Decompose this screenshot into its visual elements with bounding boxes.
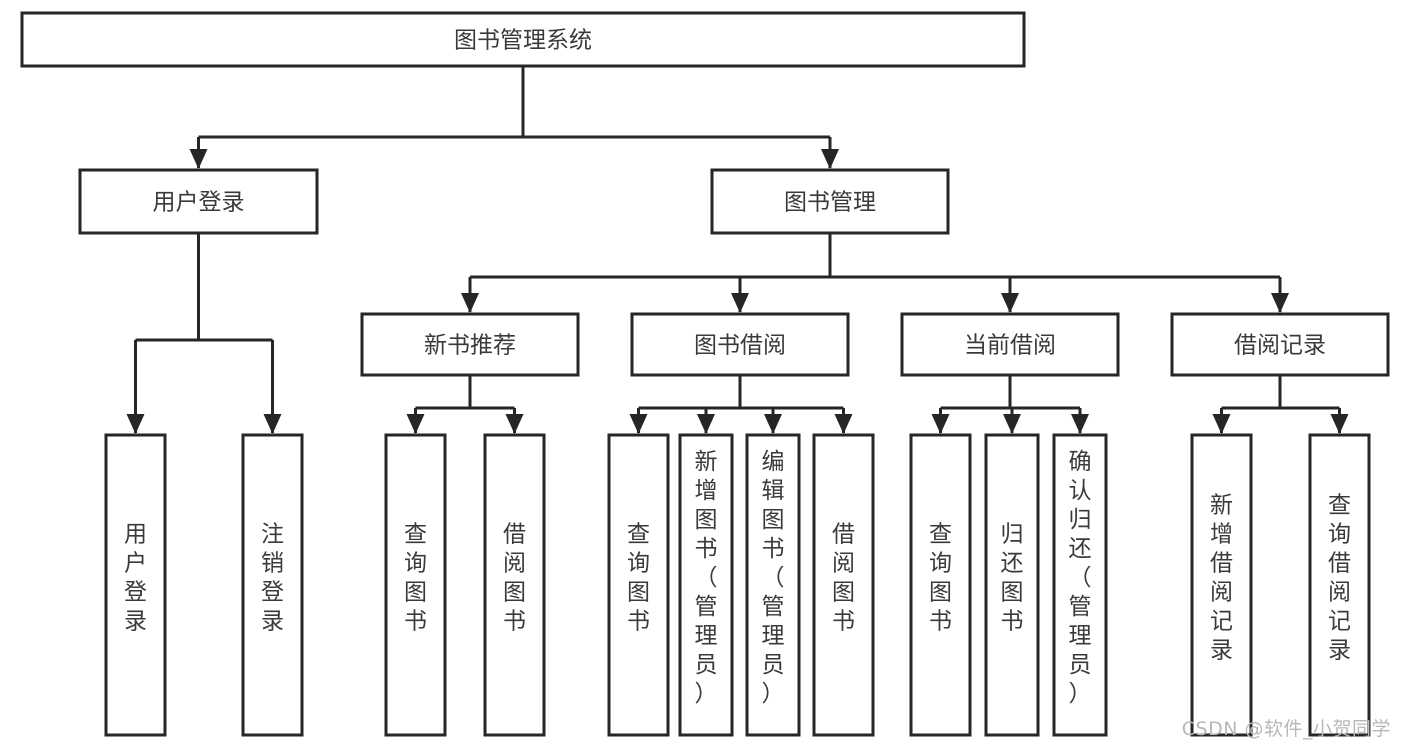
node-leaf-edit-book[interactable]: 编辑图书（管理员） bbox=[745, 433, 801, 737]
node-label: 借阅图书 bbox=[503, 522, 526, 635]
connectors-layer bbox=[126, 66, 1349, 434]
node-label: 确认归还（管理员） bbox=[1069, 449, 1092, 707]
node-leaf-return-book[interactable]: 归还图书 bbox=[984, 433, 1040, 737]
node-label: 图书借阅 bbox=[694, 333, 786, 359]
node-user-login[interactable]: 用户登录 bbox=[78, 168, 319, 235]
node-leaf-user-login[interactable]: 用户登录 bbox=[104, 433, 167, 737]
nodes-layer: 图书管理系统用户登录图书管理新书推荐图书借阅当前借阅借阅记录用户登录注销登录查询… bbox=[20, 11, 1390, 737]
node-new-book-rec[interactable]: 新书推荐 bbox=[360, 312, 580, 377]
node-leaf-confirm-return[interactable]: 确认归还（管理员） bbox=[1052, 433, 1108, 737]
node-label: 新增借阅记录 bbox=[1210, 493, 1233, 664]
node-leaf-add-book[interactable]: 新增图书（管理员） bbox=[678, 433, 734, 737]
node-label: 图书管理系统 bbox=[454, 28, 592, 54]
node-leaf-query-book-3[interactable]: 查询图书 bbox=[909, 433, 972, 737]
node-book-borrow[interactable]: 图书借阅 bbox=[630, 312, 850, 377]
node-label: 查询图书 bbox=[627, 522, 650, 635]
node-label: 用户登录 bbox=[124, 522, 147, 635]
node-label: 归还图书 bbox=[1001, 522, 1024, 635]
node-label: 借阅图书 bbox=[832, 522, 855, 635]
node-label: 查询借阅记录 bbox=[1328, 493, 1351, 664]
node-book-manage[interactable]: 图书管理 bbox=[710, 168, 950, 235]
node-label: 当前借阅 bbox=[964, 333, 1056, 359]
node-label: 查询图书 bbox=[929, 522, 952, 635]
node-label: 注销登录 bbox=[261, 522, 284, 635]
node-label: 图书管理 bbox=[784, 190, 876, 216]
node-label: 新增图书（管理员） bbox=[695, 449, 718, 707]
node-label: 查询图书 bbox=[404, 522, 427, 635]
node-borrow-record[interactable]: 借阅记录 bbox=[1170, 312, 1390, 377]
node-undefined[interactable]: 图书管理系统 bbox=[20, 11, 1026, 68]
node-current-borrow[interactable]: 当前借阅 bbox=[900, 312, 1120, 377]
node-label: 用户登录 bbox=[153, 190, 245, 216]
node-leaf-borrow-book-1[interactable]: 借阅图书 bbox=[483, 433, 546, 737]
node-leaf-query-book-1[interactable]: 查询图书 bbox=[384, 433, 447, 737]
node-leaf-borrow-book-2[interactable]: 借阅图书 bbox=[812, 433, 875, 737]
node-leaf-logout[interactable]: 注销登录 bbox=[241, 433, 304, 737]
node-label: 新书推荐 bbox=[424, 333, 516, 359]
node-label: 编辑图书（管理员） bbox=[762, 449, 785, 707]
node-leaf-query-record[interactable]: 查询借阅记录 bbox=[1308, 433, 1371, 737]
node-label: 借阅记录 bbox=[1234, 333, 1326, 359]
node-leaf-add-record[interactable]: 新增借阅记录 bbox=[1190, 433, 1253, 737]
node-leaf-query-book-2[interactable]: 查询图书 bbox=[607, 433, 670, 737]
